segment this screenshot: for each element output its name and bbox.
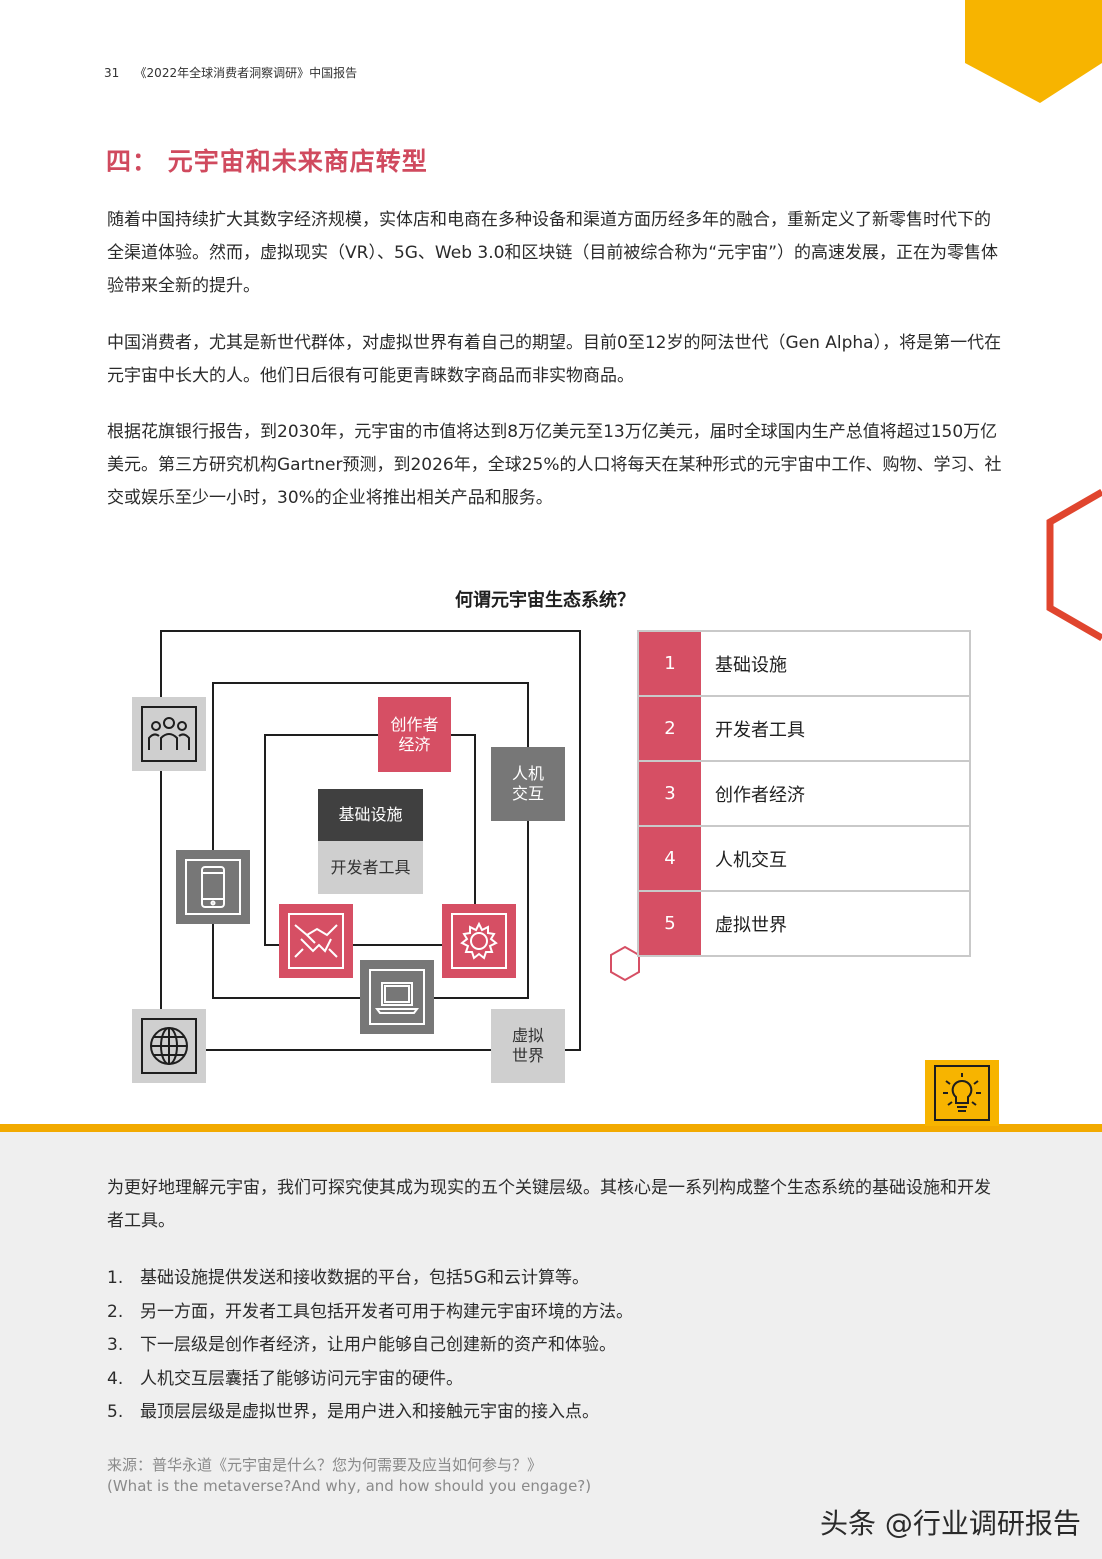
handshake-icon-tile xyxy=(279,904,353,978)
list-item-number: 1. xyxy=(107,1268,124,1288)
laptop-icon-tile xyxy=(360,960,434,1034)
source-citation: 来源：普华永道《元宇宙是什么？您为何需要及应当如何参与？》 (What is t… xyxy=(107,1455,591,1497)
layer-description-list: 1. 基础设施提供发送和接收数据的平台，包括5G和云计算等。 2. 另一方面，开发者… xyxy=(107,1262,633,1430)
watermark: 头条 @行业调研报告 xyxy=(820,1507,1081,1540)
page-number: 31 xyxy=(104,66,120,80)
inner-square xyxy=(264,734,476,946)
layer-number: 3 xyxy=(639,762,701,825)
layer-row: 1 基础设施 xyxy=(639,632,969,697)
source-line-zh: 来源：普华永道《元宇宙是什么？您为何需要及应当如何参与？》 xyxy=(107,1456,543,1474)
people-icon-tile xyxy=(132,697,206,771)
tile-virtual-world: 虚拟世界 xyxy=(491,1009,565,1083)
list-item: 3. 下一层级是创作者经济，让用户能够自己创建新的资产和体验。 xyxy=(107,1329,633,1363)
lightbulb-icon xyxy=(934,1065,990,1121)
list-item-text: 下一层级是创作者经济，让用户能够自己创建新的资产和体验。 xyxy=(140,1335,616,1355)
report-title: 《2022年全球消费者洞察调研》中国报告 xyxy=(134,66,358,80)
intro-paragraph: 为更好地理解元宇宙，我们可探究使其成为现实的五个关键层级。其核心是一系列构成整个… xyxy=(107,1178,991,1231)
paragraph: 中国消费者，尤其是新世代群体，对虚拟世界有着自己的期望。目前0至12岁的阿法世代… xyxy=(107,333,1002,386)
layer-table: 1 基础设施 2 开发者工具 3 创作者经济 4 人机交互 5 虚拟世界 xyxy=(637,630,971,957)
layer-number: 4 xyxy=(639,827,701,890)
people-icon xyxy=(141,706,197,762)
section-title: 四： 元宇宙和未来商店转型 xyxy=(106,147,428,176)
top-yellow-hexagon xyxy=(965,0,1102,103)
list-item-number: 4. xyxy=(107,1368,124,1389)
handshake-icon xyxy=(288,913,344,969)
tile-developer-tools: 开发者工具 xyxy=(318,841,423,894)
layer-row: 3 创作者经济 xyxy=(639,762,969,827)
source-line-en: (What is the metaverse?And why, and how … xyxy=(107,1477,592,1495)
layer-row: 5 虚拟世界 xyxy=(639,892,969,955)
list-item: 5. 最顶层层级是虚拟世界，是用户进入和接触元宇宙的接入点。 xyxy=(107,1396,633,1430)
outer-square xyxy=(160,630,581,1051)
list-item-number: 3. xyxy=(107,1335,124,1355)
laptop-icon xyxy=(369,969,425,1025)
list-item: 4. 人机交互层囊括了能够访问元宇宙的硬件。 xyxy=(107,1363,633,1397)
right-red-hexagon xyxy=(1046,488,1102,642)
list-item-text: 最顶层层级是虚拟世界，是用户进入和接触元宇宙的接入点。 xyxy=(140,1402,599,1422)
layer-label: 基础设施 xyxy=(715,654,787,676)
layer-row: 2 开发者工具 xyxy=(639,697,969,762)
smartphone-icon-tile xyxy=(176,850,250,924)
tile-creator-economy: 创作者经济 xyxy=(378,697,451,772)
gear-icon xyxy=(451,913,507,969)
smartphone-icon xyxy=(185,859,241,915)
list-item: 2. 另一方面，开发者工具包括开发者可用于构建元宇宙环境的方法。 xyxy=(107,1296,633,1330)
list-item-text: 人机交互层囊括了能够访问元宇宙的硬件。 xyxy=(140,1368,463,1389)
small-hexagon-outline xyxy=(610,945,640,982)
list-item-number: 2. xyxy=(107,1301,124,1322)
globe-icon-tile xyxy=(132,1009,206,1083)
list-item: 1. 基础设施提供发送和接收数据的平台，包括5G和云计算等。 xyxy=(107,1262,633,1296)
insight-band xyxy=(0,1124,1102,1559)
paragraph: 随着中国持续扩大其数字经济规模，实体店和电商在多种设备和渠道方面历经多年的融合，… xyxy=(107,210,999,296)
tile-human-interface: 人机交互 xyxy=(491,747,565,821)
layer-number: 2 xyxy=(639,697,701,760)
list-item-number: 5. xyxy=(107,1402,124,1422)
lightbulb-icon-tile xyxy=(925,1060,999,1126)
gear-icon-tile xyxy=(442,904,516,978)
layer-number: 1 xyxy=(639,632,701,695)
list-item-text: 另一方面，开发者工具包括开发者可用于构建元宇宙环境的方法。 xyxy=(140,1301,633,1322)
layer-row: 4 人机交互 xyxy=(639,827,969,892)
page-header: 31 《2022年全球消费者洞察调研》中国报告 xyxy=(104,64,357,81)
layer-label: 创作者经济 xyxy=(715,784,805,806)
globe-icon xyxy=(141,1018,197,1074)
list-item-text: 基础设施提供发送和接收数据的平台，包括5G和云计算等。 xyxy=(140,1268,589,1288)
paragraph: 根据花旗银行报告，到2030年，元宇宙的市值将达到8万亿美元至13万亿美元，届时… xyxy=(107,422,1002,508)
tile-infrastructure: 基础设施 xyxy=(318,789,423,841)
layer-number: 5 xyxy=(639,892,701,955)
diagram-title: 何谓元宇宙生态系统？ xyxy=(455,590,635,611)
layer-label: 虚拟世界 xyxy=(715,914,787,936)
layer-label: 开发者工具 xyxy=(715,719,805,741)
layer-label: 人机交互 xyxy=(715,849,787,871)
